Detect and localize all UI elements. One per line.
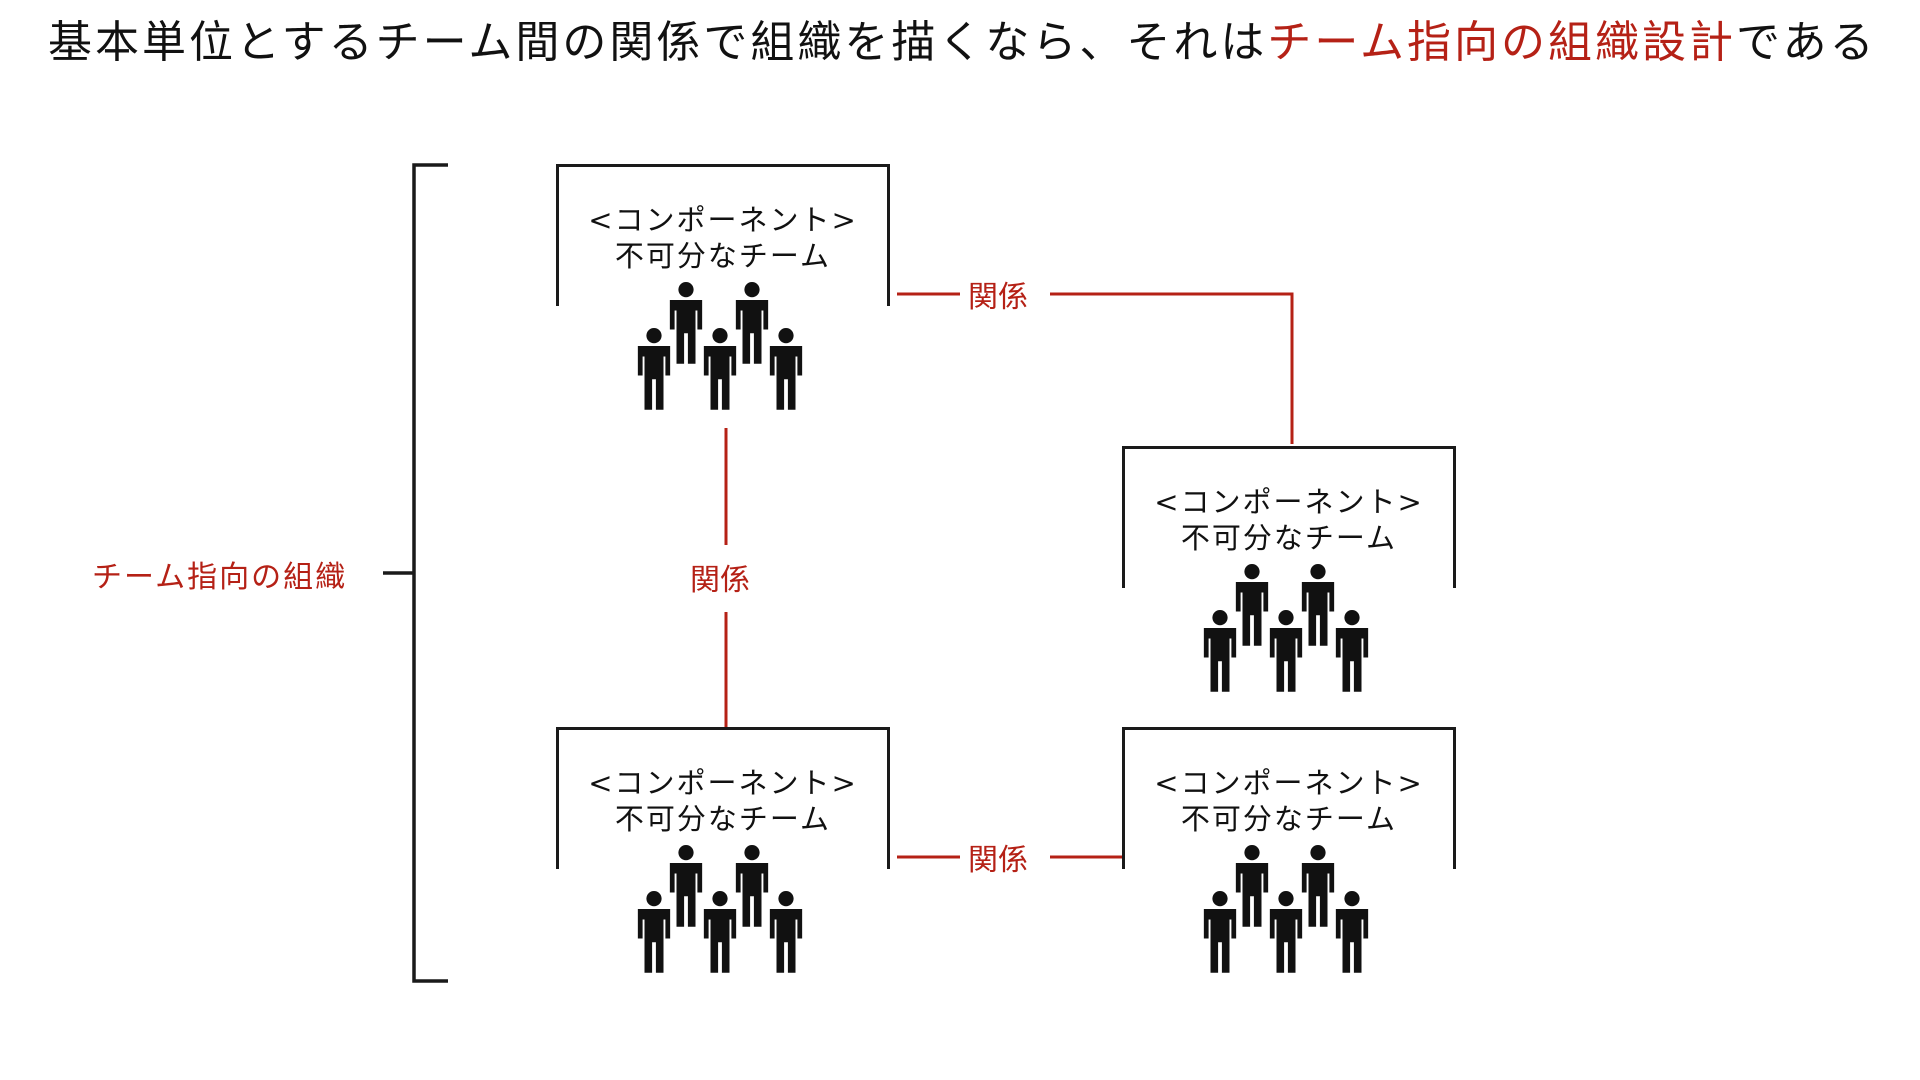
team-label: <コンポーネント> 不可分なチーム (1122, 484, 1456, 556)
team-box-frame (556, 727, 890, 869)
team-people-icon (637, 282, 803, 410)
team-box-frame (1122, 727, 1456, 869)
person-icon (735, 845, 769, 927)
team-label: <コンポーネント> 不可分なチーム (556, 202, 890, 274)
person-icon (1301, 845, 1335, 927)
team-component-bottom-left: <コンポーネント> 不可分なチーム (556, 727, 896, 997)
person-icon (769, 891, 803, 973)
person-icon (1203, 610, 1237, 692)
relation-label-bottom: 関係 (962, 835, 1034, 879)
person-icon (1235, 845, 1269, 927)
relation-lines (724, 292, 1294, 859)
person-icon (669, 845, 703, 927)
team-label-line1: <コンポーネント> (1154, 485, 1424, 519)
team-label: <コンポーネント> 不可分なチーム (556, 765, 890, 837)
page-title: 基本単位とするチーム間の関係で組織を描くなら、それはチーム指向の組織設計である (48, 6, 1877, 70)
relation-label-top: 関係 (962, 272, 1034, 316)
team-box-frame (556, 164, 890, 306)
person-icon (1203, 891, 1237, 973)
person-icon (669, 282, 703, 364)
team-component-bottom-right: <コンポーネント> 不可分なチーム (1122, 727, 1462, 997)
person-icon (1301, 564, 1335, 646)
person-icon (1269, 610, 1303, 692)
team-people-icon (1203, 845, 1369, 973)
team-component-middle-right: <コンポーネント> 不可分なチーム (1122, 446, 1462, 716)
person-icon (1335, 891, 1369, 973)
team-label-line2: 不可分なチーム (614, 239, 832, 273)
team-label-line2: 不可分なチーム (1180, 802, 1398, 836)
person-icon (703, 328, 737, 410)
organization-label: チーム指向の組織 (92, 560, 348, 595)
team-label: <コンポーネント> 不可分なチーム (1122, 765, 1456, 837)
person-icon (769, 328, 803, 410)
team-label-line1: <コンポーネント> (1154, 766, 1424, 800)
person-icon (1335, 610, 1369, 692)
team-label-line1: <コンポーネント> (588, 203, 858, 237)
team-label-line1: <コンポーネント> (588, 766, 858, 800)
person-icon (1269, 891, 1303, 973)
team-box-frame (1122, 446, 1456, 588)
team-label-line2: 不可分なチーム (614, 802, 832, 836)
person-icon (735, 282, 769, 364)
organization-bracket (383, 163, 448, 983)
relation-label-left: 関係 (684, 555, 756, 599)
person-icon (703, 891, 737, 973)
person-icon (637, 328, 671, 410)
person-icon (1235, 564, 1269, 646)
title-prefix: 基本単位とするチーム間の関係で組織を描くなら、それは (48, 17, 1268, 68)
team-people-icon (1203, 564, 1369, 692)
title-suffix: である (1736, 17, 1877, 68)
team-component-top-left: <コンポーネント> 不可分なチーム (556, 164, 896, 434)
person-icon (637, 891, 671, 973)
team-label-line2: 不可分なチーム (1180, 521, 1398, 555)
title-highlight: チーム指向の組織設計 (1267, 17, 1737, 68)
team-people-icon (637, 845, 803, 973)
relation-line-top (897, 292, 1294, 444)
